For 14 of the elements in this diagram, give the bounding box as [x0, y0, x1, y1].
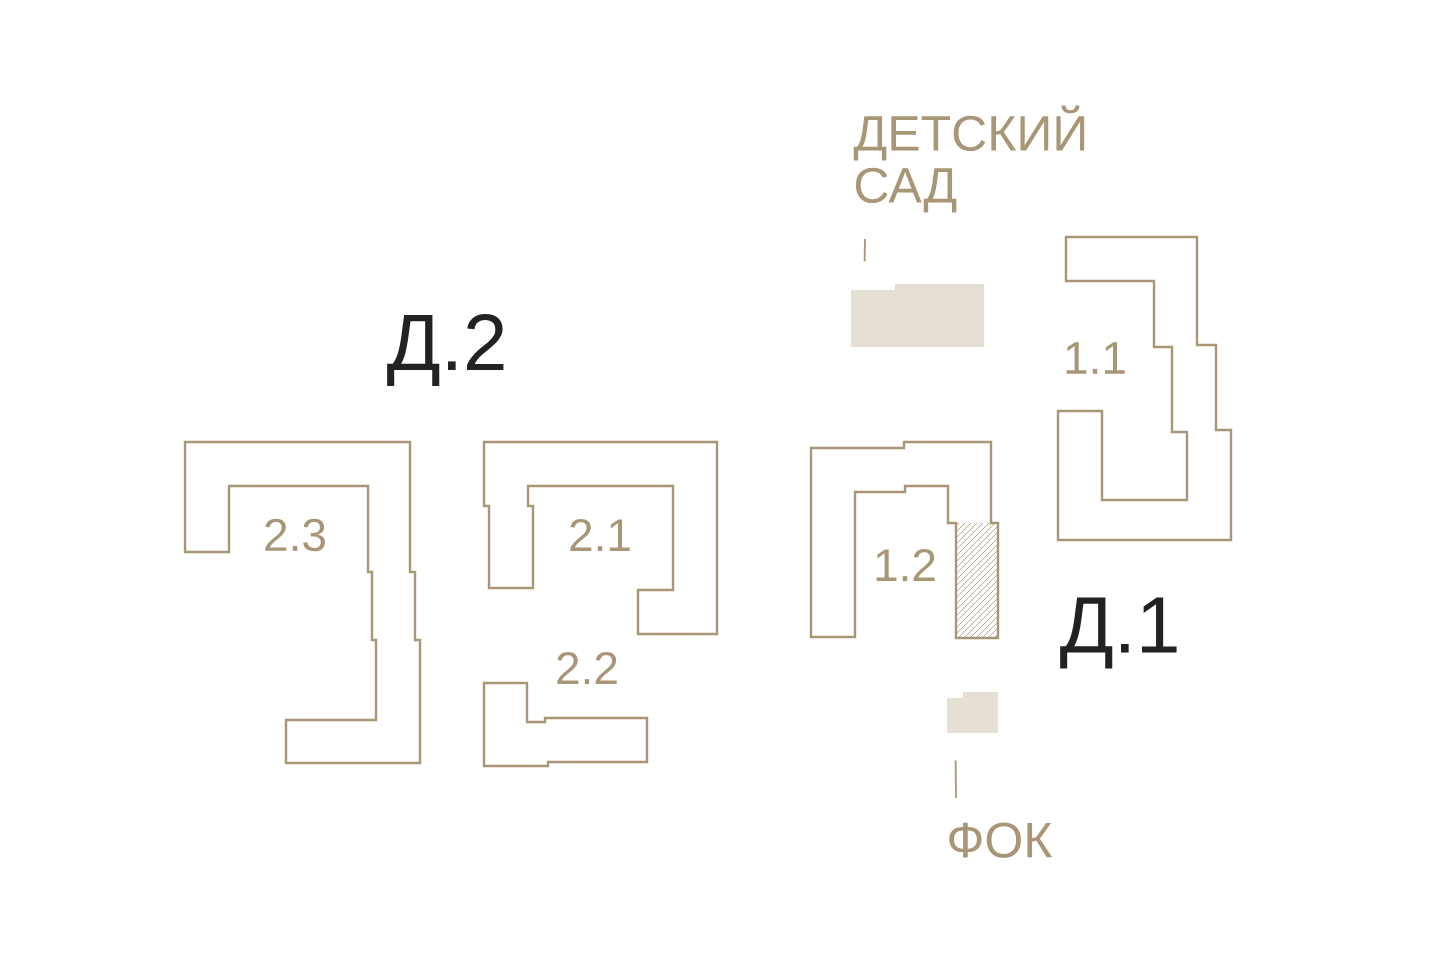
zone-label: Д.2: [387, 314, 504, 386]
place-label: ФОК: [949, 822, 1053, 858]
building-footprint: [947, 692, 998, 733]
building-number: 2.2: [557, 651, 617, 685]
place-label: ДЕТСКИЙ САД: [853, 105, 1085, 213]
building-number: 2.1: [570, 518, 630, 552]
building-outline: [809, 440, 1000, 640]
building-number: 2.3: [265, 518, 325, 552]
leader-line: [954, 759, 957, 799]
building-number: 1.1: [1066, 342, 1125, 374]
leader-line: [863, 238, 866, 263]
zone-label: Д.1: [1060, 597, 1177, 669]
building-number: 1.2: [876, 548, 935, 582]
building-footprint: [851, 284, 984, 347]
